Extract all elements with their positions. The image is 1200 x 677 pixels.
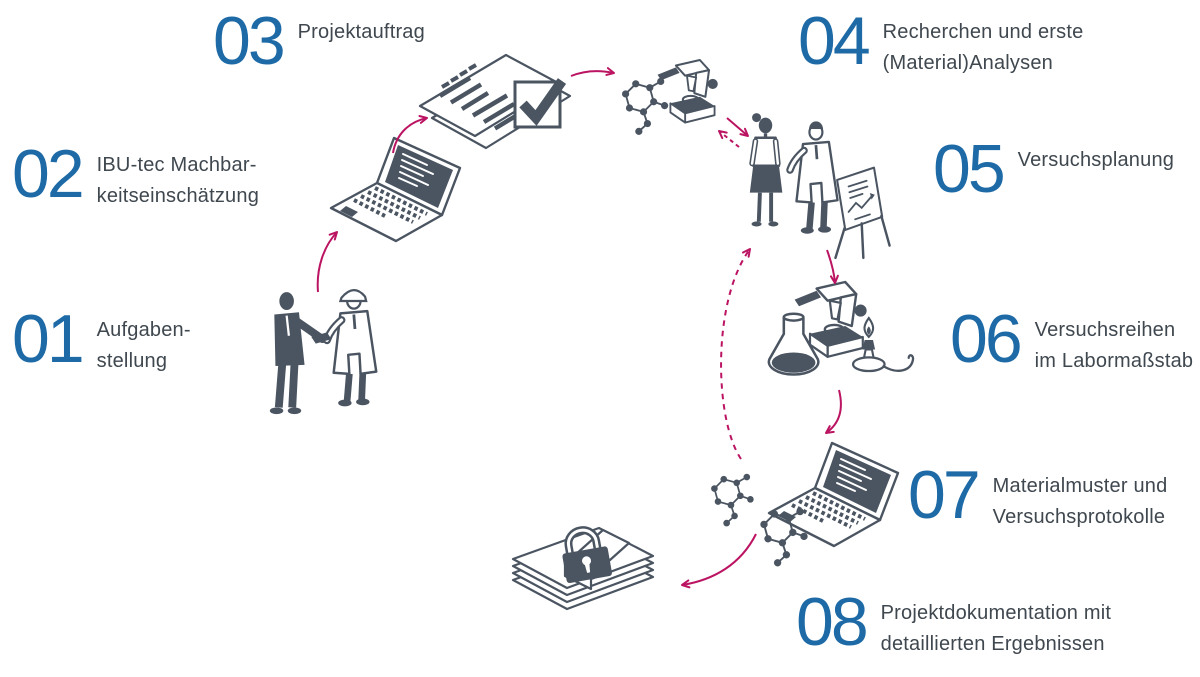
lab-equipment-illustration — [767, 280, 915, 376]
arrow-05-06 — [826, 249, 839, 284]
step-06-label: Versuchsreihen im Labormaßstab — [1034, 319, 1194, 372]
arrow-03-04 — [570, 67, 615, 77]
arrow-06-07 — [825, 389, 842, 434]
handshake-illustration — [270, 290, 376, 414]
step-07-label: Materialmuster und Versuchsprotokolle — [992, 475, 1168, 528]
team-flipchart-illustration — [750, 113, 891, 260]
step-06-number: 06 — [950, 301, 1023, 377]
step-07-number: 07 — [908, 457, 981, 533]
step-04: 04 Recherchen und erste (Material)Analys… — [798, 7, 1084, 79]
arrow-05-04-dashed — [718, 130, 740, 148]
document-checked-illustration — [418, 53, 572, 150]
step-08-number: 08 — [796, 584, 869, 660]
step-03-label: Projektauftrag — [297, 21, 425, 43]
step-01-label: Aufgaben- stellung — [96, 319, 191, 372]
step-04-label: Recherchen und erste (Material)Analysen — [882, 21, 1084, 74]
step-03: 03 Projektauftrag — [213, 7, 425, 75]
step-01-number: 01 — [12, 301, 85, 377]
arrow-07-05-feedback-dashed — [720, 248, 751, 460]
step-02: 02 IBU-tec Machbar- keitseinschätzung — [12, 140, 260, 212]
step-04-number: 04 — [798, 3, 871, 79]
step-02-label: IBU-tec Machbar- keitseinschätzung — [96, 154, 260, 207]
laptop-molecules-illustration — [710, 441, 900, 568]
step-06: 06 Versuchsreihen im Labormaßstab — [950, 305, 1194, 377]
step-03-number: 03 — [213, 3, 286, 79]
step-08: 08 Projektdokumentation mit detaillierte… — [796, 588, 1112, 660]
step-08-label: Projektdokumentation mit detaillierten E… — [880, 602, 1112, 655]
laptop-illustration — [329, 136, 462, 243]
checkmark-icon — [519, 78, 567, 126]
step-07: 07 Materialmuster und Versuchsprotokolle — [908, 461, 1168, 533]
step-05-number: 05 — [933, 131, 1006, 207]
step-01: 01 Aufgaben- stellung — [12, 305, 191, 377]
step-05: 05 Versuchsplanung — [933, 135, 1175, 203]
hard-hat-icon — [338, 289, 368, 303]
arrow-04-05 — [726, 117, 749, 137]
step-05-label: Versuchsplanung — [1017, 149, 1175, 171]
step-02-number: 02 — [12, 136, 85, 212]
checkbox-icon — [513, 80, 562, 129]
arrow-07-08 — [681, 533, 757, 589]
arrow-01-02 — [316, 231, 338, 293]
arrow-02-03 — [392, 115, 428, 154]
molecule-microscope-illustration — [621, 58, 719, 136]
locked-documents-illustration — [513, 526, 653, 609]
